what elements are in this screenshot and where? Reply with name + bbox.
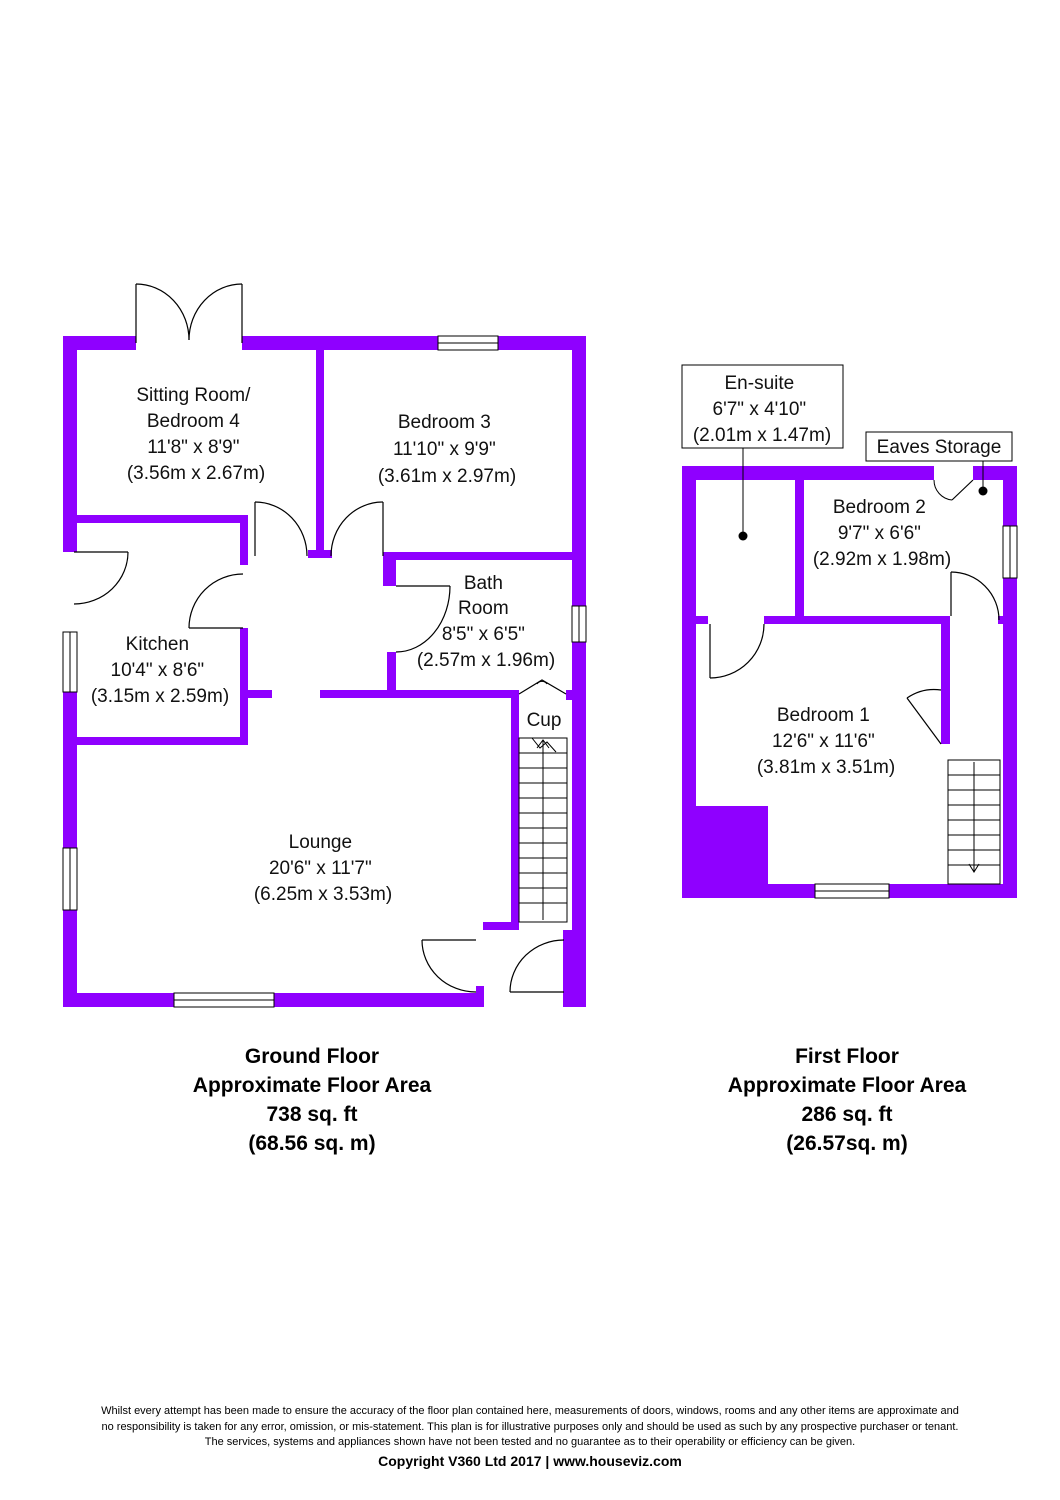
copyright: Copyright V360 Ltd 2017 | www.houseviz.c… [378, 1453, 682, 1469]
floor-plan-drawing: Sitting Room/ Bedroom 4 11'8" x 8'9" (3.… [62, 283, 1018, 1008]
wall [1003, 466, 1017, 526]
wall [476, 986, 484, 1007]
wall [242, 336, 438, 350]
ground-floor-area-label: Approximate Floor Area [192, 1074, 432, 1097]
wall [696, 616, 708, 624]
first-floor-plan: En-suite 6'7" x 4'10" (2.01m x 1.47m) Ea… [681, 364, 1018, 899]
wall [941, 616, 950, 744]
disclaimer-line: The services, systems and appliances sho… [204, 1436, 856, 1448]
ensuite-label: En-suite 6'7" x 4'10" (2.01m x 1.47m) [693, 373, 831, 446]
first-floor-area-sqm: (26.57sq. m) [786, 1132, 908, 1155]
ensuite-callout-box [681, 364, 844, 449]
wall [316, 350, 324, 558]
wall [795, 480, 804, 618]
wall [1003, 578, 1017, 898]
bathroom-label: Bath Room 8'5" x 6'5" (2.57m x 1.96m) [417, 573, 555, 671]
wall [63, 336, 77, 552]
wall [572, 642, 586, 1007]
staircase [947, 759, 1001, 885]
wall [889, 884, 1017, 898]
wall [387, 652, 396, 694]
wall [682, 466, 934, 480]
first-floor-summary: First Floor Approximate Floor Area 286 s… [647, 1042, 1047, 1158]
wall [63, 692, 77, 848]
wall [274, 993, 484, 1007]
eaves-void [682, 806, 768, 898]
ground-floor-area-sqft: 738 sq. ft [266, 1103, 358, 1126]
cupboard-label: Cup [527, 710, 562, 731]
wall [764, 616, 950, 624]
sitting-room-label: Sitting Room/ Bedroom 4 11'8" x 8'9" (3.… [127, 385, 265, 484]
wall [383, 552, 396, 586]
bedroom-2-label: Bedroom 2 9'7" x 6'6" (2.92m x 1.98m) [813, 497, 951, 570]
ground-floor-area-sqm: (68.56 sq. m) [248, 1132, 376, 1155]
staircase [518, 737, 568, 923]
wall [682, 466, 696, 898]
kitchen-label: Kitchen 10'4" x 8'6" (3.15m x 2.59m) [91, 634, 229, 707]
eaves-storage-label: Eaves Storage [877, 437, 1002, 458]
ground-floor-plan: Sitting Room/ Bedroom 4 11'8" x 8'9" (3.… [62, 283, 587, 1008]
ensuite-pointer-dot [738, 531, 748, 541]
ground-floor-title: Ground Floor [244, 1045, 380, 1068]
wall [63, 993, 174, 1007]
first-floor-area-sqft: 286 sq. ft [801, 1103, 893, 1126]
disclaimer-line: no responsibility is taken for any error… [101, 1420, 959, 1433]
eaves-door [951, 479, 974, 501]
first-floor-area-label: Approximate Floor Area [727, 1074, 967, 1097]
wall [563, 930, 572, 1007]
wall [511, 690, 519, 700]
cupboard-door [518, 679, 567, 695]
eaves-pointer-dot [978, 486, 988, 496]
bedroom-3-label: Bedroom 3 11'10" x 9'9" (3.61m x 2.97m) [378, 412, 516, 487]
wall [63, 336, 136, 350]
ground-floor-summary: Ground Floor Approximate Floor Area 738 … [112, 1042, 512, 1158]
lounge-label: Lounge 20'6" x 11'7" (6.25m x 3.53m) [254, 832, 392, 905]
wall [566, 690, 572, 700]
wall [248, 690, 272, 698]
first-floor-title: First Floor [795, 1045, 899, 1068]
wall [483, 922, 519, 930]
bedroom-1-label: Bedroom 1 12'6" x 11'6" (3.81m x 3.51m) [757, 705, 895, 778]
wall [383, 552, 572, 560]
wall [308, 550, 332, 558]
wall [572, 336, 586, 606]
eaves-callout-box [865, 431, 1013, 462]
wall [498, 336, 586, 350]
wall [63, 910, 77, 1007]
wall [77, 737, 248, 745]
wall [240, 628, 248, 740]
wall [511, 698, 519, 930]
door [906, 697, 942, 745]
wall [998, 616, 1003, 624]
disclaimer: Whilst every attempt has been made to en… [20, 1404, 1040, 1451]
disclaimer-line: Whilst every attempt has been made to en… [101, 1405, 959, 1417]
wall [320, 690, 518, 698]
wall [240, 515, 248, 565]
wall [77, 515, 248, 523]
